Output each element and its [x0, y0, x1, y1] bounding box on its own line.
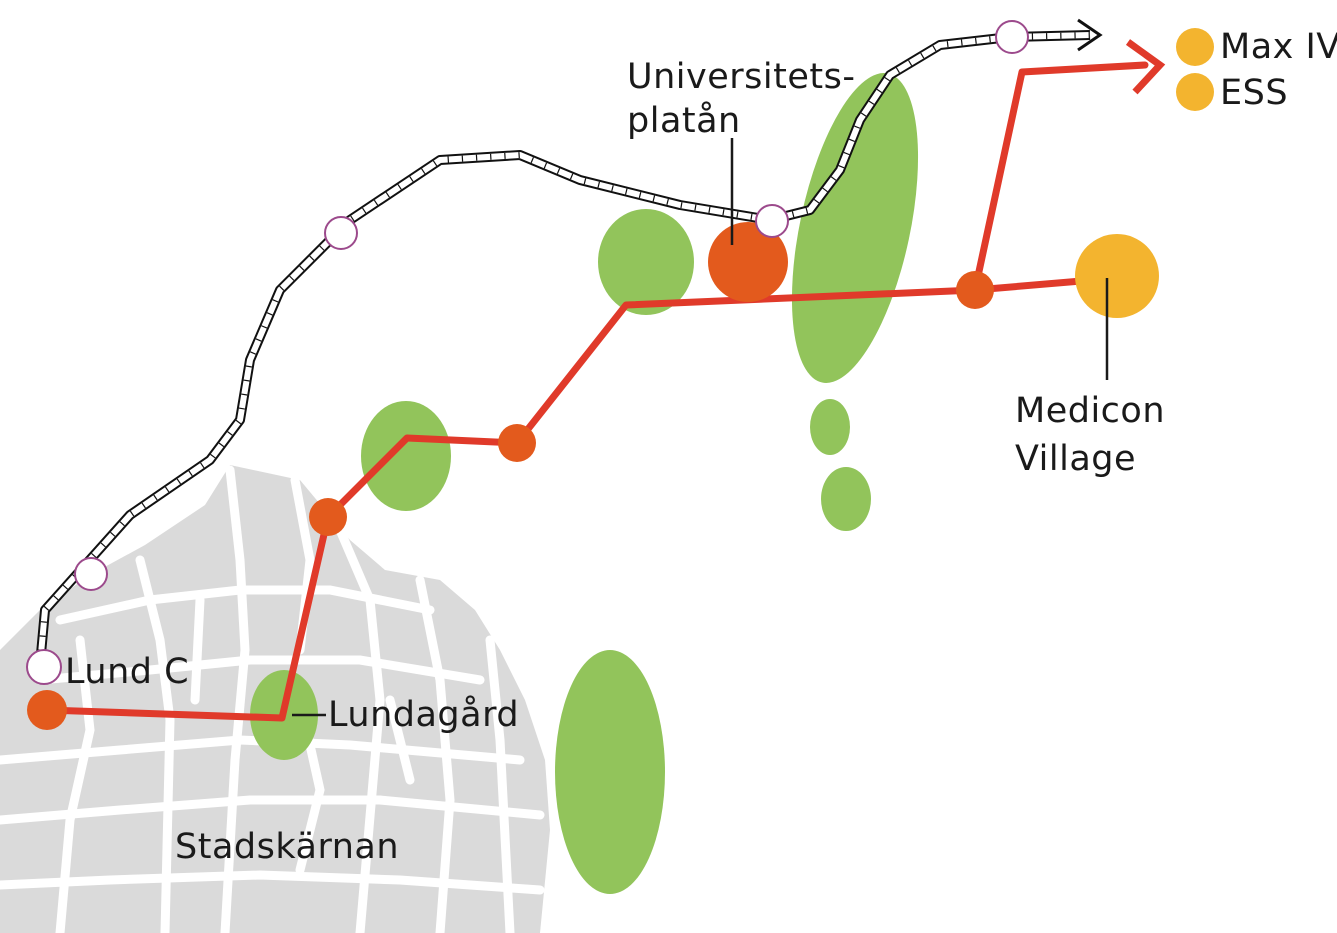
label-medicon-1: Medicon [1015, 391, 1165, 431]
green-area-small-2 [821, 467, 871, 531]
tram-route [43, 274, 1121, 722]
street [55, 635, 95, 933]
tram-stop-mid-1 [309, 498, 347, 536]
street [55, 585, 435, 625]
map-labels: Max IV ESS Universitets- platån Medicon … [65, 27, 1337, 867]
street [0, 795, 545, 825]
street [385, 695, 415, 785]
label-universitetsplatan-2: platån [627, 100, 741, 141]
destination-nodes [1075, 28, 1214, 318]
label-universitetsplatan-1: Universitets- [627, 57, 855, 97]
node-ess [1176, 73, 1214, 111]
label-stadskarnan: Stadskärnan [175, 827, 399, 867]
railway-arrow-icon [1077, 18, 1103, 52]
street [415, 575, 455, 933]
railway-track-layer [37, 32, 1091, 666]
street [190, 595, 205, 705]
green-area-mid [361, 401, 451, 511]
node-max-iv [1176, 28, 1214, 66]
tram-stops [27, 222, 994, 730]
label-ess: ESS [1220, 73, 1288, 113]
rail-stations [26, 20, 1029, 685]
street [485, 635, 515, 933]
station-icon [995, 20, 1029, 54]
green-area-universitetsplatan-west [598, 209, 694, 315]
station-icon [74, 557, 108, 591]
green-area-east-park [555, 650, 665, 894]
green-area-long-park [791, 73, 919, 383]
tram-stop-mid-2 [498, 424, 536, 462]
leader-lines [292, 138, 1109, 717]
street [0, 870, 545, 895]
tram-line [43, 39, 1166, 722]
label-medicon-2: Village [1015, 439, 1136, 479]
tram-stop-lund-c [27, 690, 67, 730]
green-area-small-1 [810, 399, 850, 455]
station-icon [755, 204, 789, 238]
street [335, 525, 385, 933]
label-lundagard: Lundagård [328, 694, 519, 735]
railway [35, 18, 1103, 666]
green-areas [250, 73, 919, 894]
station-lund-c-icon [26, 649, 62, 685]
street [35, 655, 485, 685]
tram-stop-east [956, 271, 994, 309]
station-icon [324, 216, 358, 250]
tram-stop-universitetsplatan [708, 222, 788, 302]
node-medicon-village [1075, 234, 1159, 318]
city-streets [0, 465, 545, 933]
tram-branch-north [971, 61, 1149, 294]
label-lund-c: Lund C [65, 652, 189, 692]
tram-arrow-icon [1125, 39, 1166, 95]
street [220, 465, 250, 933]
label-max-iv: Max IV [1220, 27, 1337, 67]
